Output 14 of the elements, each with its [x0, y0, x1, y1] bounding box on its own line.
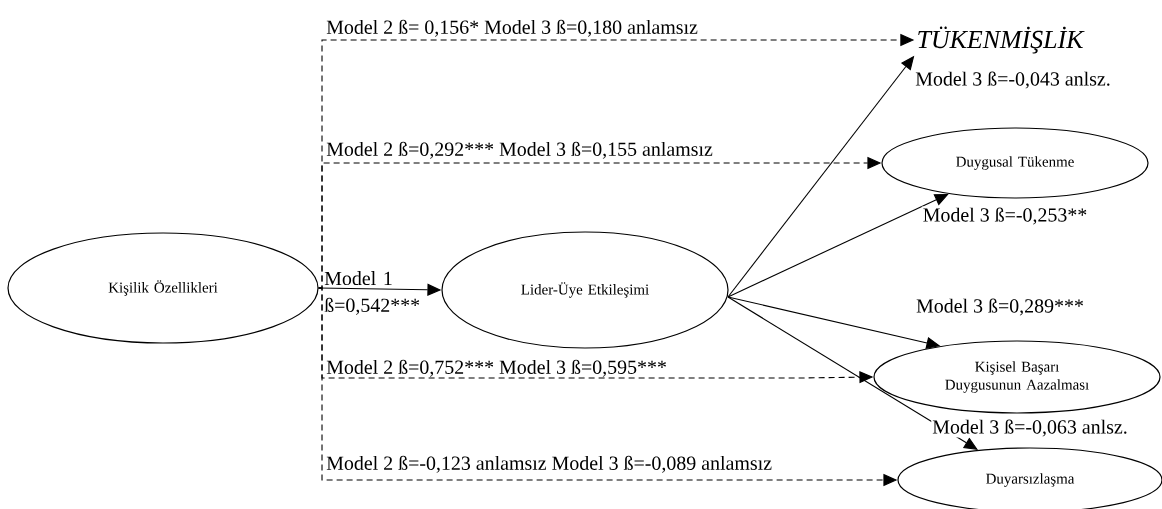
ellipse-node: Kişilik Özellikleri — [7, 232, 319, 344]
coefficient-label: Model 3 ß=0,289*** — [915, 297, 1085, 317]
ellipse-node: Kişisel Başarı Duygusunun Aazalması — [873, 340, 1161, 414]
coefficient-label: Model 3 ß=-0,043 anlsz. — [914, 70, 1112, 90]
edge-label: Model 1 ß=0,542*** — [324, 271, 420, 315]
edge-label: Model 2 ß= 0,156* Model 3 ß=0,180 anlamsız — [326, 19, 698, 37]
coefficient-label: Model 3 ß=-0,253** — [921, 206, 1089, 226]
edge-label: Model 2 ß=0,752*** Model 3 ß=0,595*** — [326, 359, 666, 377]
edge-label: Model 2 ß=-0,123 anlamsız Model 3 ß=-0,089 anlamsız — [326, 455, 772, 473]
ellipse-node: Duygusal Tükenme — [881, 127, 1149, 199]
ellipse-node: Lider-Üye Etkileşimi — [441, 231, 729, 349]
edge-label: Model 2 ß=0,292*** Model 3 ß=0,155 anlamsız — [326, 141, 713, 159]
coefficient-label: Model 3 ß=-0,063 anlsz. — [931, 418, 1129, 438]
heading-text: TÜKENMİŞLİK — [918, 26, 1085, 54]
